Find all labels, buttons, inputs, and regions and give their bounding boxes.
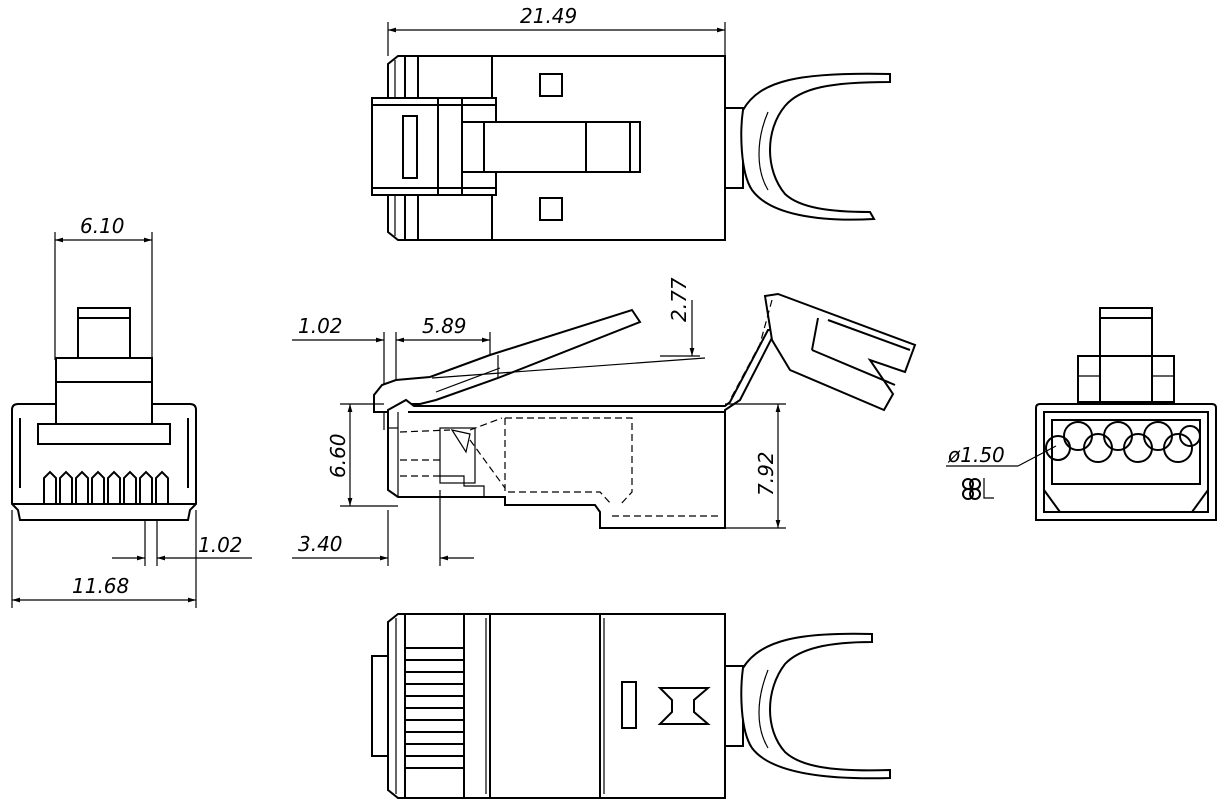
contact-lines <box>405 647 464 769</box>
dim-latch-length: 5.89 <box>422 314 467 338</box>
dim-overall-width: 11.68 <box>72 574 129 598</box>
dim-latch-offset: 1.02 <box>298 314 343 338</box>
bottom-view <box>371 613 891 799</box>
dim-latch-width: 6.10 <box>80 214 125 238</box>
dim-latch-height: 2.77 <box>667 277 691 322</box>
dim-overall-length: 21.49 <box>520 4 577 28</box>
dim-nose-length: 3.40 <box>298 532 343 556</box>
dim-contact-pitch: 1.02 <box>198 533 243 557</box>
top-view: 21.49 <box>371 4 891 241</box>
contact-slots <box>43 470 169 504</box>
rear-view: ø1.50 <box>946 307 1217 521</box>
front-view: 6.10 1.02 11.68 <box>11 214 252 608</box>
surface-symbol <box>962 478 994 500</box>
dim-nose-height: 6.60 <box>326 433 350 478</box>
wire-holes <box>1045 421 1201 463</box>
dim-wire-hole: ø1.50 <box>947 443 1005 467</box>
side-view: 1.02 5.89 2.77 <box>292 277 917 566</box>
dim-body-height: 7.92 <box>754 451 778 496</box>
